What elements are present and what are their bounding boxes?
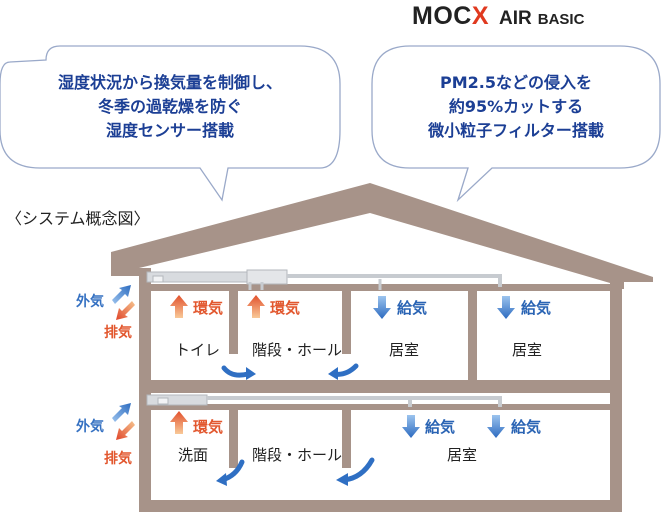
bubble-humidity-sensor — [0, 45, 341, 202]
lower-room-washroom: 洗面 — [178, 446, 209, 464]
brand-x-mark: X — [471, 2, 490, 30]
bubble-text-filter: PM2.5などの侵入を 約95%カットする 微小粒子フィルター搭載 — [380, 71, 652, 143]
supply-arrow-upper-1 — [373, 296, 391, 319]
bubble-left-line-1: 湿度状況から換気量を制御し、 — [57, 73, 282, 92]
airflow-curve-lower-right — [336, 457, 375, 486]
return-arrow-upper-2 — [247, 295, 265, 318]
partition-upper-2 — [342, 290, 351, 354]
house-roof — [111, 183, 653, 289]
lower-supply-label-1: 給気 — [425, 418, 456, 436]
middle-floor — [139, 380, 622, 393]
supply-arrow-lower-2 — [487, 415, 505, 438]
return-arrow-lower-1 — [170, 411, 188, 434]
outdoor-air-arrow-upper — [112, 285, 131, 304]
upper-exhaust-label: 排気 — [104, 325, 132, 341]
upper-room-hall: 階段・ホール — [252, 341, 343, 359]
brand-basic: BASIC — [537, 11, 585, 28]
airflow-curve-lower-left — [216, 459, 245, 486]
upper-room-living-1: 居室 — [389, 341, 420, 359]
bubble-right-line-1: PM2.5などの侵入を — [440, 73, 592, 92]
brand-mocx: MOCX — [412, 2, 490, 30]
bubble-pm25-filter — [371, 45, 661, 203]
duct-lower — [146, 394, 502, 407]
lower-room-hall: 階段・ホール — [252, 446, 343, 464]
upper-return-label-1: 環気 — [193, 299, 224, 317]
partition-upper-1 — [229, 290, 238, 354]
duct-upper — [146, 269, 502, 290]
lower-exhaust-label: 排気 — [104, 451, 132, 467]
supply-arrow-lower-1 — [402, 415, 420, 438]
lower-return-label-1: 環気 — [193, 418, 224, 436]
partition-lower-1 — [229, 408, 238, 468]
concept-label: 〈システム概念図〉 — [6, 209, 150, 228]
bubble-text-humidity: 湿度状況から換気量を制御し、 冬季の過乾燥を防ぐ 湿度センサー搭載 — [20, 71, 320, 143]
brand-air: AIR — [499, 8, 532, 29]
bubble-left-line-3: 湿度センサー搭載 — [105, 121, 234, 140]
exhaust-arrow-lower — [116, 421, 135, 440]
airflow-curve-upper-left — [221, 365, 256, 380]
outdoor-air-arrow-lower — [112, 403, 131, 422]
upper-supply-label-1: 給気 — [397, 299, 428, 317]
exhaust-arrow-upper — [116, 301, 135, 320]
lower-room-living: 居室 — [447, 446, 478, 464]
upper-return-label-2: 環気 — [270, 299, 301, 317]
supply-arrow-upper-2 — [497, 296, 515, 319]
brand-logo: MOCX AIR BASIC — [412, 2, 584, 31]
lower-outdoor-label: 外気 — [76, 419, 104, 435]
bubble-right-line-2: 約95%カットする — [448, 97, 584, 116]
ground-floor — [139, 500, 622, 512]
upper-room-toilet: トイレ — [175, 341, 221, 359]
airflow-curve-upper-right — [328, 363, 359, 380]
upper-supply-label-2: 給気 — [521, 299, 552, 317]
return-arrow-upper-1 — [170, 295, 188, 318]
lower-supply-label-2: 給気 — [511, 418, 542, 436]
upper-outdoor-label: 外気 — [76, 294, 104, 310]
upper-room-living-2: 居室 — [512, 341, 543, 359]
partition-upper-3 — [468, 290, 477, 382]
right-wall — [610, 285, 622, 512]
bubble-left-line-2: 冬季の過乾燥を防ぐ — [97, 97, 242, 116]
partition-lower-2 — [342, 408, 351, 468]
bubble-right-line-3: 微小粒子フィルター搭載 — [428, 121, 604, 140]
lower-ceiling — [139, 404, 622, 410]
